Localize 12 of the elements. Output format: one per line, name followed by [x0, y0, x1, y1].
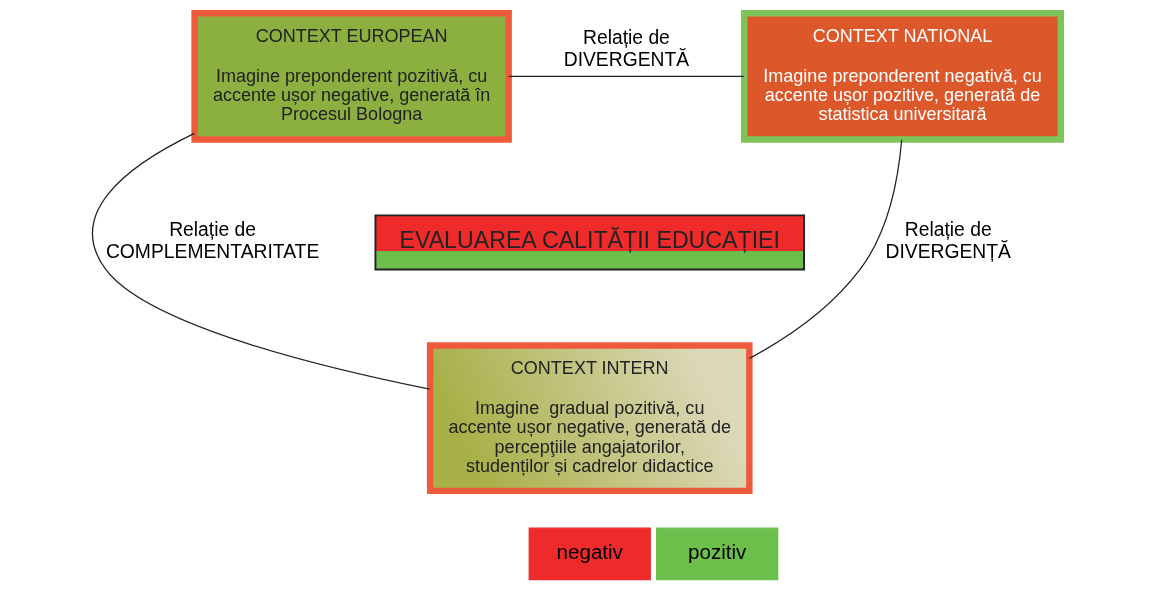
legend-label: negativ	[556, 539, 623, 563]
node-box: EVALUAREA CALITĂȚII EDUCAȚIEI	[374, 214, 806, 271]
node-box: CONTEXT INTERN Imagine gradual pozitivă, cu accente ușor negative, generată de percepţiile angajatorilor, studenților și cadrelor didactice	[426, 342, 753, 495]
edge-label: Relație de DIVERGENȚĂ	[885, 219, 1011, 262]
connector	[91, 132, 431, 390]
edge-label: Relație de COMPLEMENTARITATE	[105, 219, 320, 262]
node-box: CONTEXT NATIONAL Imagine preponderent negativă, cu accente ușor pozitive, generată de statistica universitară	[741, 10, 1065, 143]
connector	[749, 139, 903, 359]
legend-label: pozitiv	[688, 539, 747, 563]
connector	[508, 75, 745, 78]
edge-label: Relație de DIVERGENTĂ	[563, 27, 690, 71]
node-box: CONTEXT EUROPEAN Imagine preponderent pozitivă, cu accente ușor negative, generată în Procesul Bologna	[191, 10, 512, 143]
